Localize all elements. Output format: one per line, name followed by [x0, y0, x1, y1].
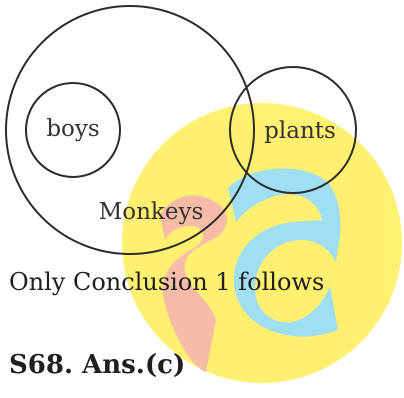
watermark-a-shape	[228, 168, 341, 337]
plants-circle	[229, 66, 357, 194]
plants-label: plants	[264, 118, 336, 144]
monkeys-label: Monkeys	[99, 199, 204, 225]
answer-heading: S68. Ans.(c)	[9, 350, 186, 380]
watermark-logo	[122, 103, 402, 383]
watermark-s-shape	[160, 195, 227, 372]
boys-circle	[25, 82, 121, 178]
monkeys-circle	[5, 5, 255, 255]
boys-label: boys	[46, 116, 99, 142]
conclusion-text: Only Conclusion 1 follows	[9, 268, 325, 296]
